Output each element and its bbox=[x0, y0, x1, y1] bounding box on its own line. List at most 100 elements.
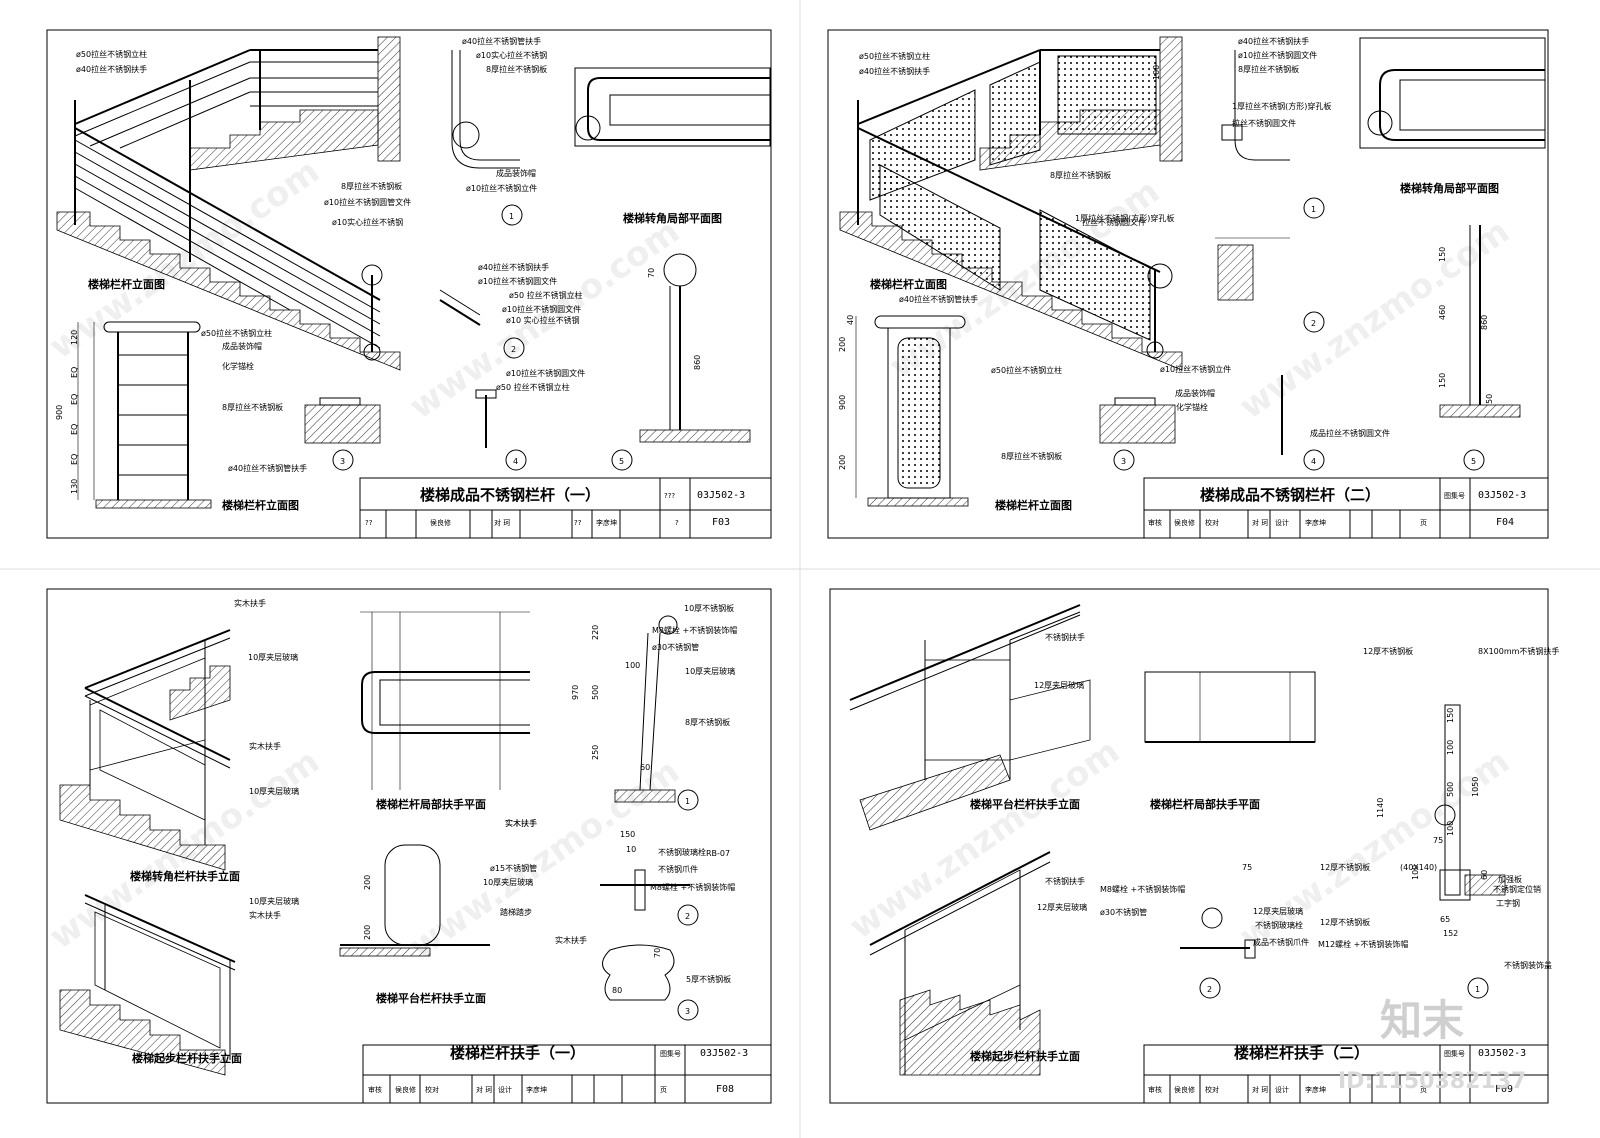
callout-label: ø40拉丝不锈钢扶手 bbox=[859, 66, 930, 76]
dimension-label: 500 bbox=[1446, 782, 1455, 797]
dimension-label: 200 bbox=[838, 337, 847, 352]
callout-label: 实木扶手 bbox=[249, 741, 281, 751]
callout-label: ø40拉丝不锈钢管扶手 bbox=[228, 463, 307, 473]
view-caption: 楼梯栏杆立面图 bbox=[995, 498, 1072, 512]
dimension-label: 40 bbox=[846, 315, 855, 325]
callout-label: ø50 拉丝不锈钢立柱 bbox=[509, 290, 583, 300]
callout-label: 拉丝不锈钢圆文件 bbox=[1082, 217, 1146, 227]
detail-number: 3 bbox=[1121, 457, 1126, 466]
titleblock-cell: 设计 bbox=[1275, 518, 1289, 527]
titleblock-cell: 页 bbox=[660, 1086, 667, 1094]
dimension-label: 70 bbox=[647, 268, 656, 278]
callout-label: ø50拉丝不锈钢立柱 bbox=[76, 49, 147, 59]
dimension-label: 900 bbox=[838, 395, 847, 410]
dimension-label: 150 bbox=[1446, 708, 1455, 723]
image-id: ID:1150382137 bbox=[1338, 1069, 1526, 1094]
callout-label: 成品装饰帽 bbox=[222, 341, 262, 351]
dimension-label: EQ bbox=[70, 424, 79, 435]
dimension-label: 150 bbox=[1438, 247, 1447, 262]
atlas-label: 图集号 bbox=[1444, 1049, 1465, 1058]
detail-bubble bbox=[1467, 977, 1489, 999]
callout-label: 8厚拉丝不锈钢板 bbox=[1050, 170, 1111, 180]
detail-number: 2 bbox=[685, 912, 690, 921]
dimension-label: 50 bbox=[1485, 394, 1494, 404]
callout-label: ø10实心拉丝不锈钢 bbox=[332, 217, 403, 227]
callout-label: 1厚拉丝不锈钢(方形)穿孔板 bbox=[1075, 213, 1174, 223]
callout-label: 不锈钢定位销 bbox=[1493, 884, 1541, 894]
watermark-text: www.znzmo.com bbox=[402, 211, 687, 427]
titleblock-cell: 对 珂 bbox=[494, 518, 510, 527]
text-layer: 楼梯成品不锈钢栏杆（一）03J502-3???F03??侯良修对 珂??李彦坤?… bbox=[42, 36, 1559, 1095]
callout-label: 8厚拉丝不锈钢板 bbox=[1001, 451, 1062, 461]
dimension-label: 100 bbox=[1446, 740, 1455, 755]
view-caption: 楼梯栏杆立面图 bbox=[88, 277, 165, 291]
view-caption: 楼梯栏杆局部扶手平面 bbox=[1150, 797, 1260, 811]
detail-number: 3 bbox=[685, 1007, 690, 1016]
watermark-text: www.znzmo.com bbox=[1232, 741, 1517, 957]
callout-label: ø10拉丝不锈钢圆管文件 bbox=[324, 197, 411, 207]
callout-label: ø10 实心拉丝不锈钢 bbox=[506, 315, 580, 325]
watermark-text: www.znzmo.com bbox=[42, 151, 327, 367]
callout-label: 8厚拉丝不锈钢板 bbox=[1238, 64, 1299, 74]
view-caption: 楼梯平台栏杆扶手立面 bbox=[970, 797, 1080, 811]
callout-label: ø10拉丝不锈钢立件 bbox=[466, 183, 537, 193]
callout-label: ø50 拉丝不锈钢立柱 bbox=[496, 382, 570, 392]
dimension-label: 1050 bbox=[1471, 777, 1480, 797]
page-number: F03 bbox=[712, 517, 730, 528]
callout-label: 成品不锈钢爪件 bbox=[1253, 937, 1309, 947]
callout-label: 成品装饰帽 bbox=[496, 168, 536, 178]
callout-label: 不锈钢玻璃栓 bbox=[658, 847, 706, 857]
titleblock-cell: 侯良修 bbox=[1174, 518, 1195, 527]
page-number: F04 bbox=[1496, 517, 1514, 528]
dimension-label: 860 bbox=[693, 355, 702, 370]
callout-label: 加强板 bbox=[1498, 874, 1522, 884]
detail-bubble bbox=[1113, 449, 1135, 471]
detail-number: 2 bbox=[1311, 319, 1316, 328]
callout-label: ø40拉丝不锈钢管扶手 bbox=[899, 294, 978, 304]
dimension-label: 65 bbox=[1440, 915, 1450, 924]
dimension-label: 200 bbox=[838, 455, 847, 470]
dimension-label: 60 bbox=[640, 763, 650, 772]
titleblock-cell: 设计 bbox=[498, 1085, 512, 1094]
dimension-label: 500 bbox=[591, 685, 600, 700]
callout-label: 8厚拉丝不锈钢板 bbox=[341, 181, 402, 191]
callout-label: 不锈钢爪件 bbox=[658, 864, 698, 874]
dimension-label: 75 bbox=[1433, 836, 1443, 845]
callout-label: 10厚夹层玻璃 bbox=[483, 877, 533, 887]
callout-label: 拉丝不锈钢圆文件 bbox=[1232, 118, 1296, 128]
sheet-f09 bbox=[829, 588, 1549, 1104]
dimension-label: 150 bbox=[1438, 373, 1447, 388]
dimension-label: 130 bbox=[70, 479, 79, 494]
callout-label: M8螺栓 +不锈钢装饰帽 bbox=[652, 625, 737, 635]
atlas-code: 03J502-3 bbox=[697, 490, 745, 501]
sheet-title: 楼梯成品不锈钢栏杆（一） bbox=[420, 486, 600, 504]
callout-label: 10厚夹层玻璃 bbox=[249, 786, 299, 796]
detail-bubble bbox=[505, 449, 527, 471]
detail-bubble bbox=[1303, 197, 1325, 219]
callout-label: ø10拉丝不锈钢圆文件 bbox=[478, 276, 557, 286]
callout-label: ø15不锈钢管 bbox=[490, 863, 537, 873]
view-caption: 楼梯转角局部平面图 bbox=[1400, 181, 1499, 195]
titleblock-cell: 页 bbox=[1420, 519, 1427, 527]
detail-number: 4 bbox=[1311, 457, 1316, 466]
callout-label: 成品装饰帽 bbox=[1175, 388, 1215, 398]
detail-bubble bbox=[501, 204, 523, 226]
callout-label: ø10拉丝不锈钢立件 bbox=[1160, 364, 1231, 374]
callout-label: 8厚不锈钢板 bbox=[685, 717, 730, 727]
callout-label: ø50拉丝不锈钢立柱 bbox=[859, 51, 930, 61]
detail-number: 2 bbox=[511, 345, 516, 354]
callout-label: M12螺栓 +不锈钢装饰帽 bbox=[1318, 939, 1408, 949]
detail-number: 1 bbox=[685, 797, 690, 806]
sheet-f03 bbox=[46, 29, 772, 539]
view-caption: 楼梯平台栏杆扶手立面 bbox=[376, 991, 486, 1005]
callout-label: ø50拉丝不锈钢立柱 bbox=[201, 328, 272, 338]
detail-bubble bbox=[677, 789, 699, 811]
titleblock-cell: 审核 bbox=[368, 1085, 382, 1094]
dimension-label: 460 bbox=[1438, 305, 1447, 320]
dimension-label: 100 bbox=[1411, 865, 1420, 880]
callout-label: 10厚不锈钢板 bbox=[684, 603, 734, 613]
detail-bubble bbox=[332, 449, 354, 471]
detail-bubble bbox=[677, 904, 699, 926]
titleblock-cell: 校对 bbox=[425, 1085, 439, 1094]
callout-label: 8厚拉丝不锈钢板 bbox=[486, 64, 547, 74]
